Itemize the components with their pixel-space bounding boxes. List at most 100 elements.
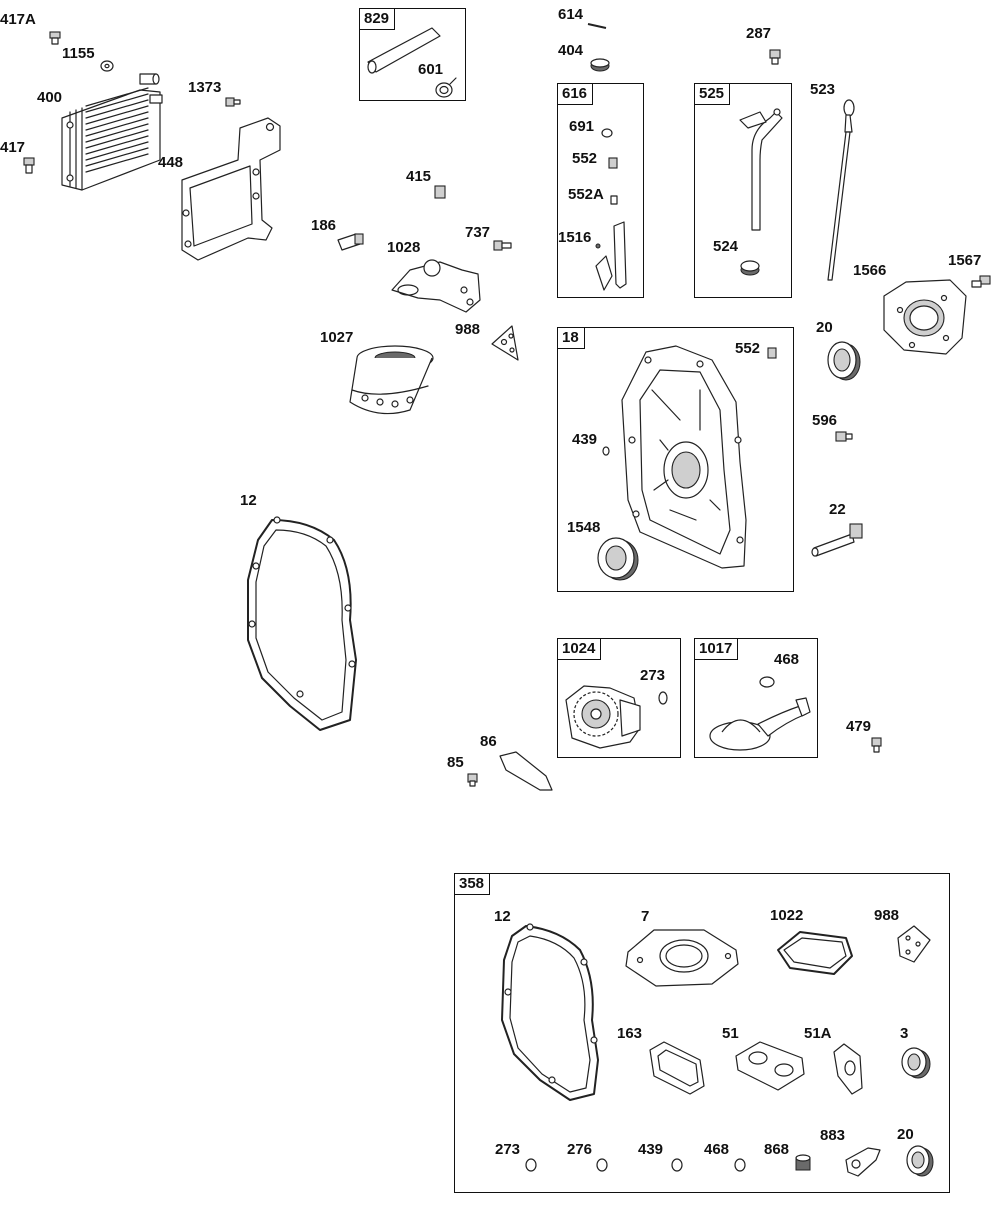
gasket-1022-part — [777, 931, 853, 975]
screw-1373-part — [225, 97, 241, 107]
grommet-524-part — [740, 260, 760, 276]
part-label-439-kit: 439 — [638, 1141, 664, 1158]
part-label-1022: 1022 — [770, 907, 804, 924]
oring-276-kit-part — [596, 1158, 608, 1172]
screw-417-part — [23, 157, 35, 174]
part-label-552-kit616: 552 — [572, 150, 598, 167]
gasket-163-part — [649, 1041, 705, 1095]
part-label-273-kit: 273 — [495, 1141, 521, 1158]
gasket-988-part — [491, 325, 519, 361]
part-label-868: 868 — [764, 1141, 790, 1158]
housing-1566-part — [883, 279, 967, 355]
part-label-287: 287 — [746, 25, 772, 42]
kit-box-525-label: 525 — [694, 83, 731, 105]
screw-417A-part — [49, 31, 61, 45]
oring-439-kit-part — [671, 1158, 683, 1172]
part-label-51A: 51A — [804, 1025, 832, 1042]
screw-479-part — [871, 737, 882, 753]
oil-filter-1027-part — [349, 345, 434, 415]
oring-468-part — [759, 676, 775, 688]
seal-1548-part — [597, 537, 639, 581]
bolt-22-part — [811, 523, 863, 557]
part-label-524: 524 — [713, 238, 739, 255]
kit-box-829-label: 829 — [359, 8, 396, 30]
kit-box-1017-label: 1017 — [694, 638, 739, 660]
seal-20-kit-part — [906, 1145, 934, 1177]
part-label-163: 163 — [617, 1025, 643, 1042]
plug-552-part — [767, 347, 777, 359]
part-label-404: 404 — [558, 42, 584, 59]
part-label-552-kit18: 552 — [735, 340, 761, 357]
part-label-988: 988 — [455, 321, 481, 338]
screw-85-part — [467, 773, 478, 787]
part-label-468-kit: 468 — [704, 1141, 730, 1158]
oil-pump-1024-part — [565, 685, 641, 749]
oring-439-part — [602, 446, 610, 456]
part-label-12-kit: 12 — [494, 908, 511, 925]
kit-box-1024-label: 1024 — [557, 638, 602, 660]
oring-468-kit-part — [734, 1158, 746, 1172]
oil-cooler-400-part — [61, 73, 163, 191]
clamp-601-part — [435, 77, 457, 98]
part-label-1027: 1027 — [320, 329, 354, 346]
gasket-988-kit-part — [897, 925, 931, 963]
screw-1567-part — [971, 275, 991, 288]
dipstick-tube-525-part — [739, 108, 783, 231]
pin-614-part — [587, 23, 607, 29]
part-label-1516: 1516 — [558, 229, 592, 246]
part-label-12: 12 — [240, 492, 257, 509]
part-label-86: 86 — [480, 733, 497, 750]
washer-1155-part — [100, 60, 114, 72]
oring-273-part — [658, 691, 668, 705]
kit-box-616-label: 616 — [557, 83, 594, 105]
bracket-448-part — [181, 117, 281, 261]
seal-20-part — [827, 341, 861, 381]
kit-box-829: 829 — [359, 8, 466, 101]
screw-737-part — [493, 240, 512, 251]
part-label-988-kit: 988 — [874, 907, 900, 924]
part-label-1566: 1566 — [853, 262, 887, 279]
part-label-417: 417 — [0, 139, 26, 156]
part-label-691: 691 — [569, 118, 595, 135]
part-label-1028: 1028 — [387, 239, 421, 256]
kit-box-18: 18 — [557, 327, 794, 592]
part-label-20: 20 — [816, 319, 833, 336]
filter-adapter-1028-part — [391, 259, 481, 313]
gasket-12-part — [247, 516, 357, 731]
oring-273-kit-part — [525, 1158, 537, 1172]
crankcase-cover-18-part — [621, 345, 747, 569]
part-label-883: 883 — [820, 1127, 846, 1144]
part-label-468: 468 — [774, 651, 800, 668]
oil-pickup-1017-part — [709, 697, 811, 751]
seal-404-part — [590, 58, 610, 72]
plug-415-part — [434, 185, 446, 199]
part-label-85: 85 — [447, 754, 464, 771]
screw-287-part — [769, 49, 781, 65]
hose-829-part — [367, 27, 441, 74]
kit-box-18-label: 18 — [557, 327, 585, 349]
part-label-523: 523 — [810, 81, 836, 98]
part-label-601: 601 — [418, 61, 444, 78]
part-label-51: 51 — [722, 1025, 739, 1042]
part-label-22: 22 — [829, 501, 846, 518]
gasket-51A-part — [833, 1043, 863, 1095]
kit-box-358: 358 — [454, 873, 950, 1193]
part-label-448: 448 — [158, 154, 184, 171]
part-label-479: 479 — [846, 718, 872, 735]
part-label-417A: 417A — [0, 11, 36, 28]
dipstick-523-part — [827, 99, 855, 281]
part-label-3: 3 — [900, 1025, 909, 1042]
kit-616-parts — [595, 128, 627, 291]
seal-3-part — [901, 1047, 931, 1079]
screw-596-part — [835, 431, 853, 442]
part-label-20-kit: 20 — [897, 1126, 914, 1143]
part-label-7: 7 — [641, 908, 650, 925]
gasket-12-kit-part — [501, 923, 599, 1101]
kit-box-358-label: 358 — [454, 873, 491, 895]
fitting-186-part — [337, 233, 364, 251]
part-label-552A: 552A — [568, 186, 604, 203]
part-label-596: 596 — [812, 412, 838, 429]
head-gasket-7-part — [625, 929, 739, 987]
